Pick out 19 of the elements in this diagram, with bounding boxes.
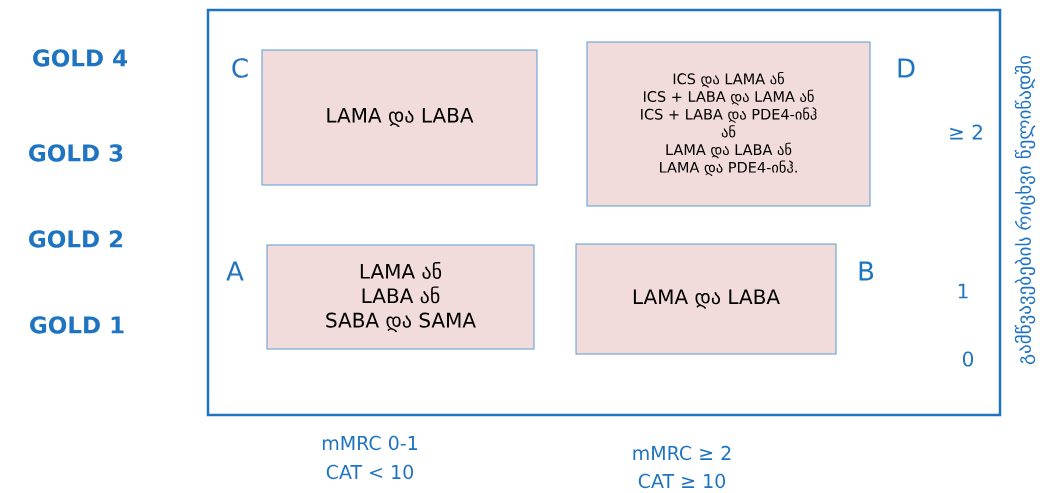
treatment-box: ICS და LAMA ან ICS + LABA და LAMA ან ICS + LABA და PDE4-ინჰ ან LAMA და LABA ან LAMA და PDE4-ინჰ. bbox=[586, 41, 871, 207]
quadrant-letter: D bbox=[898, 58, 915, 78]
treatment-box: LAMA და LABA bbox=[261, 49, 538, 186]
row-label: GOLD 2 bbox=[29, 230, 123, 248]
treatment-box: LAMA და LABA bbox=[575, 243, 837, 355]
quadrant-frame bbox=[206, 8, 1002, 417]
axis-value: ≥ 2 bbox=[950, 124, 982, 140]
row-label: GOLD 4 bbox=[33, 49, 128, 67]
quadrant-letter: B bbox=[859, 261, 874, 281]
axis-value: 1 bbox=[958, 283, 968, 299]
row-label: GOLD 3 bbox=[29, 144, 123, 162]
axis-value: CAT < 10 bbox=[326, 464, 413, 480]
axis-value: mMRC ≥ 2 bbox=[633, 445, 731, 461]
treatment-box: LAMA ან LABA ან SABA და SAMA bbox=[266, 244, 535, 350]
axis-value: 0 bbox=[962, 351, 974, 367]
axis-value: mMRC 0-1 bbox=[323, 435, 417, 451]
axis-title: გამწვავებების რიცხვი წელიწადში bbox=[1014, 55, 1036, 365]
axis-value: CAT ≥ 10 bbox=[638, 473, 725, 489]
row-label: GOLD 1 bbox=[30, 316, 124, 334]
